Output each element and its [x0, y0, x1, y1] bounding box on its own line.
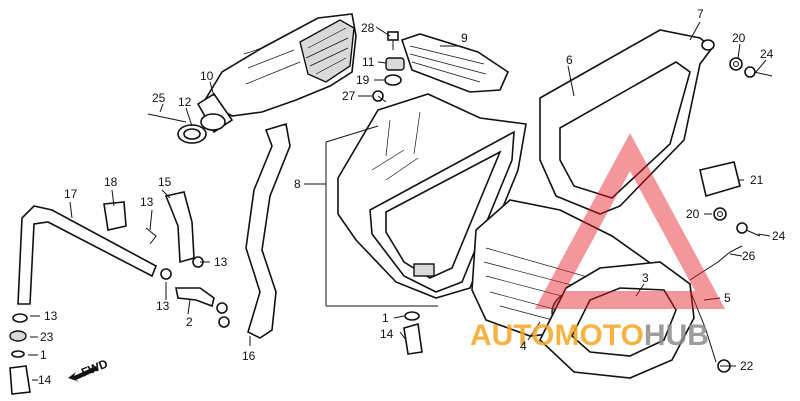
callout-26: 26 — [742, 249, 756, 263]
tube-clip-part — [103, 201, 127, 231]
callout-18: 18 — [104, 175, 118, 189]
small-hardware-stack — [372, 31, 405, 103]
label-plate-part — [699, 161, 741, 198]
callout-2: 2 — [186, 315, 193, 329]
drain-plug-stack — [9, 313, 31, 395]
callout-24-mid: 24 — [772, 229, 786, 243]
callout-8: 8 — [294, 177, 301, 191]
callout-3: 3 — [642, 271, 649, 285]
callout-14-left: 14 — [38, 373, 52, 387]
filter-cover-part — [539, 29, 715, 215]
watermark-text-b: HUB — [644, 319, 709, 352]
callout-19: 19 — [356, 73, 370, 87]
callout-5: 5 — [724, 291, 731, 305]
breather-tube-part — [17, 205, 158, 305]
callout-labels: 28 9 7 20 24 10 11 19 27 6 25 12 8 21 17… — [38, 7, 786, 387]
leader-lines — [28, 21, 771, 381]
callout-20-mid: 20 — [686, 207, 700, 221]
cover-strip-part — [400, 33, 510, 93]
callout-11: 11 — [362, 55, 375, 69]
callout-6: 6 — [566, 53, 573, 67]
callout-1-left: 1 — [40, 348, 47, 362]
clamp-part — [147, 113, 207, 144]
callout-25: 25 — [152, 91, 166, 105]
callout-23: 23 — [40, 330, 54, 344]
front-direction-marker: FWD — [68, 356, 110, 382]
watermark-text-a: AUTOMOTO — [470, 319, 644, 352]
callout-9: 9 — [461, 31, 468, 45]
callout-17: 17 — [64, 187, 78, 201]
t-joint-part — [160, 256, 228, 314]
callout-15: 15 — [158, 175, 172, 189]
callout-27: 27 — [342, 89, 356, 103]
element-holder-part — [539, 261, 695, 379]
callout-22: 22 — [740, 359, 754, 373]
callout-1-case: 1 — [382, 311, 389, 325]
callout-13-d: 13 — [44, 309, 58, 323]
case-drain-part — [403, 311, 423, 355]
drain-tube-part — [218, 122, 291, 339]
callout-21: 21 — [750, 173, 764, 187]
bolt-set-upper — [729, 57, 773, 78]
automotohub-watermark: AUTOMOTOHUB — [470, 133, 726, 352]
watermark-text: AUTOMOTOHUB — [470, 319, 709, 352]
callout-10: 10 — [200, 69, 214, 83]
callout-20-top: 20 — [732, 31, 746, 45]
callout-24-top: 24 — [760, 47, 774, 61]
callout-28: 28 — [361, 21, 375, 35]
callout-13-c: 13 — [156, 299, 170, 313]
callout-7: 7 — [697, 7, 704, 21]
callout-4: 4 — [520, 339, 527, 353]
callout-13-b: 13 — [214, 255, 228, 269]
watermark-triangle — [534, 133, 726, 309]
callout-12: 12 — [178, 95, 192, 109]
rod-and-nut-part — [689, 245, 743, 373]
fwd-label: FWD — [79, 356, 110, 379]
bolt-set-lower — [713, 207, 761, 237]
callout-14-case: 14 — [380, 327, 394, 341]
callout-13-a: 13 — [140, 195, 154, 209]
callout-16: 16 — [242, 349, 256, 363]
intake-chamber-part — [196, 13, 357, 134]
